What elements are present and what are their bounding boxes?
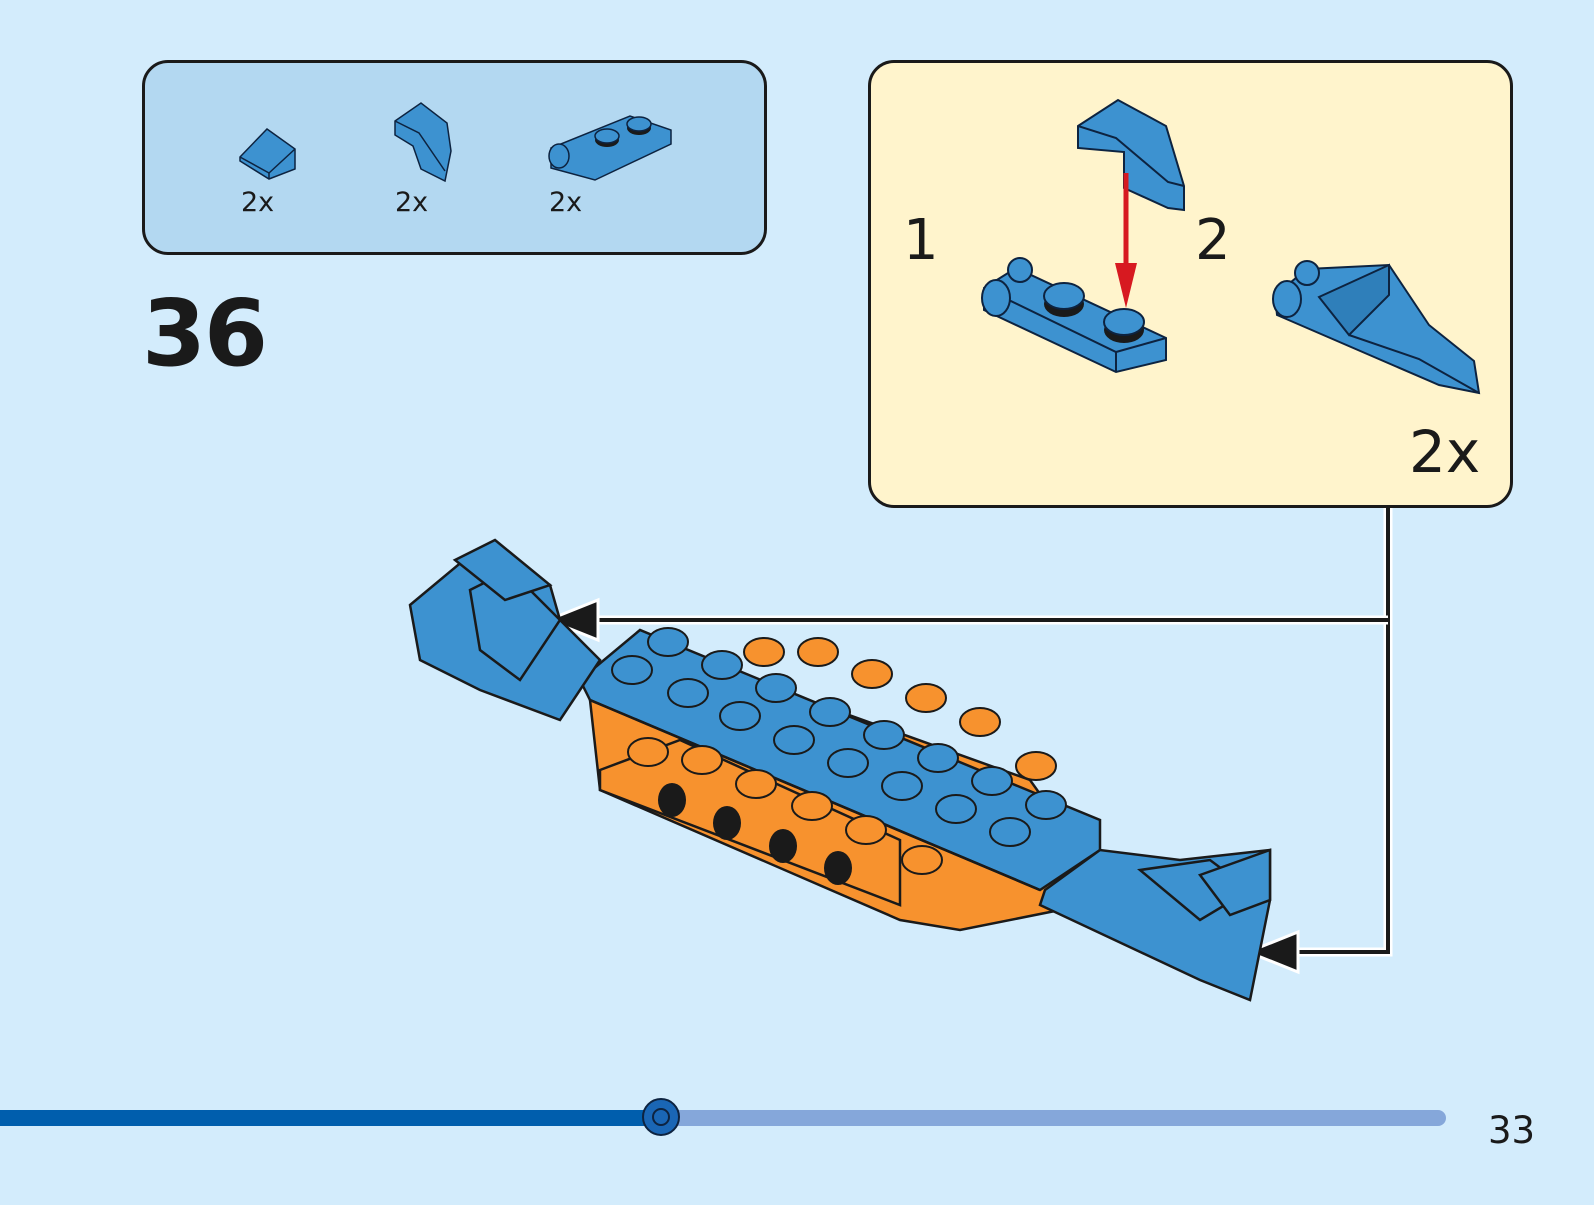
page-number: 33 — [1488, 1109, 1536, 1152]
attach-arrow-icon — [1115, 173, 1137, 308]
step-number: 36 — [142, 280, 268, 387]
subassembly-multiplier: 2x — [1409, 418, 1481, 486]
part-qty: 2x — [549, 187, 583, 218]
connector-arrowhead-left — [543, 597, 600, 643]
progress-track[interactable] — [0, 1110, 1446, 1126]
part-qty: 2x — [395, 187, 429, 218]
progress-fill — [0, 1110, 661, 1126]
assembled-wing-icon — [1272, 260, 1481, 395]
progress-knob[interactable] — [641, 1098, 680, 1136]
parts-list-callout: 2x 2x 2x — [142, 60, 767, 255]
technic-holes — [658, 783, 852, 885]
curved-wedge-piece-icon — [1077, 98, 1185, 212]
hinge-plate-piece-icon — [981, 257, 1167, 374]
studs — [611, 627, 1067, 875]
part-slope-icon — [239, 128, 296, 180]
part-qty: 2x — [241, 187, 275, 218]
substep-label-1: 1 — [903, 208, 939, 273]
subassembly-callout: 1 2 2x — [868, 60, 1513, 508]
part-curved-wedge-icon — [394, 102, 452, 183]
part-hinge-plate-icon — [548, 115, 672, 181]
connector-arrowhead-right — [1243, 929, 1300, 975]
substep-label-2: 2 — [1195, 208, 1231, 273]
